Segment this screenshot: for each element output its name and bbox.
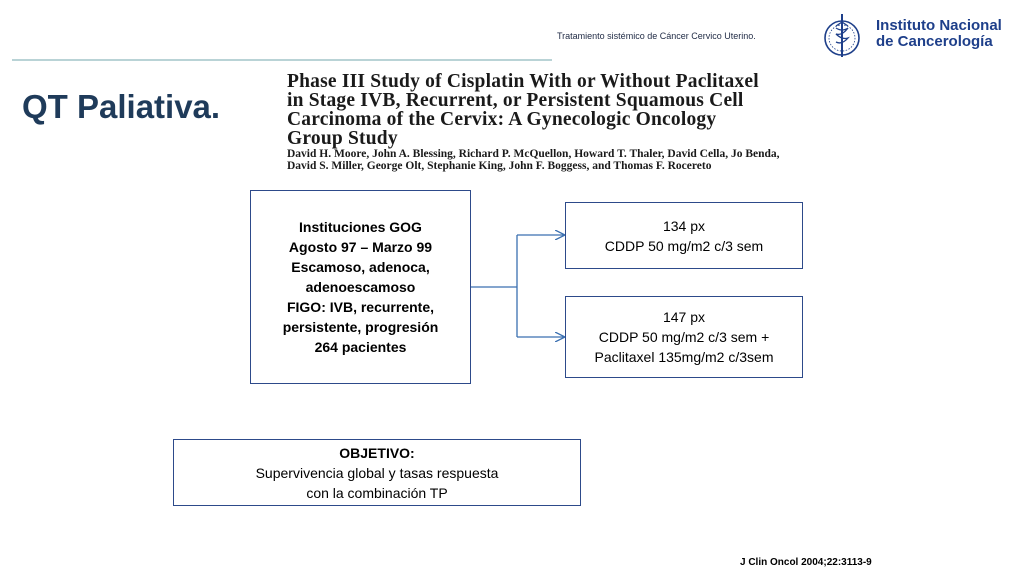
objective-box: OBJETIVO: Supervivencia global y tasas r…: [173, 439, 581, 506]
institute-line-2: de Cancerología: [876, 33, 993, 50]
study-box-line: persistente, progresión: [282, 319, 439, 335]
citation: J Clin Oncol 2004;22:3113-9: [740, 557, 872, 568]
objective-line: Supervivencia global y tasas respuesta: [255, 464, 499, 481]
study-box-line: adenoescamoso: [305, 279, 416, 295]
arm-2-line: CDDP 50 mg/m2 c/3 sem +: [598, 329, 770, 345]
institute-name: Instituto Nacional de Cancerología: [876, 18, 1002, 50]
institute-seal-icon: [824, 14, 860, 57]
paper-title-line: Group Study: [287, 128, 398, 149]
paper-title-line: in Stage IVB, Recurrent, or Persistent S…: [287, 90, 744, 111]
paper-authors: David H. Moore, John A. Blessing, Richar…: [287, 148, 987, 172]
study-box-line: 264 pacientes: [314, 339, 407, 355]
objective-label: OBJETIVO:: [339, 444, 415, 461]
paper-authors-line: David S. Miller, George Olt, Stephanie K…: [287, 160, 712, 172]
arm-2-line: Paclitaxel 135mg/m2 c/3sem: [594, 349, 774, 365]
study-population-box: Instituciones GOG Agosto 97 – Marzo 99 E…: [250, 190, 471, 384]
arm-1-line: CDDP 50 mg/m2 c/3 sem: [604, 237, 764, 254]
objective-line: con la combinación TP: [306, 484, 448, 501]
study-box-line: FIGO: IVB, recurrente,: [286, 299, 435, 315]
study-box-line: Escamoso, adenoca,: [291, 259, 430, 275]
paper-title-line: Phase III Study of Cisplatin With or Wit…: [287, 71, 759, 92]
arm-2-line: 147 px: [662, 309, 706, 325]
institute-line-1: Instituto Nacional: [876, 17, 1002, 34]
paper-title: Phase III Study of Cisplatin With or Wit…: [287, 71, 987, 149]
header-divider: [12, 59, 552, 61]
header-caption: Tratamiento sistémico de Cáncer Cervico …: [557, 31, 756, 41]
treatment-arm-1-box: 134 px CDDP 50 mg/m2 c/3 sem: [565, 202, 803, 269]
study-box-line: Instituciones GOG: [299, 219, 422, 235]
paper-title-line: Carcinoma of the Cervix: A Gynecologic O…: [287, 109, 717, 130]
paper-authors-line: David H. Moore, John A. Blessing, Richar…: [287, 148, 780, 160]
page-title: QT Paliativa.: [22, 88, 221, 125]
arm-1-line: 134 px: [662, 217, 706, 234]
study-box-line: Agosto 97 – Marzo 99: [288, 239, 433, 255]
treatment-arm-2-box: 147 px CDDP 50 mg/m2 c/3 sem + Paclitaxe…: [565, 296, 803, 378]
